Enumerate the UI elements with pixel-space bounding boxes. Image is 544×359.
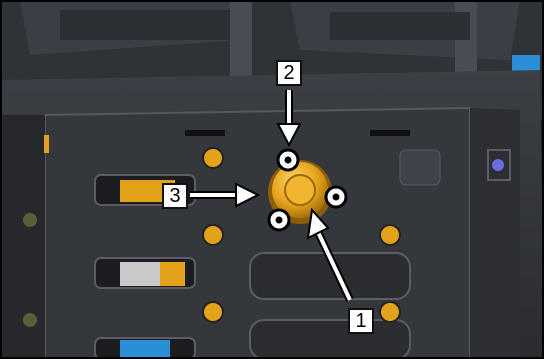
callout-label-2: 2 [276,60,302,86]
callout-label-1: 1 [348,308,374,334]
left-rail [0,115,45,359]
callout-arrow-1 [306,207,354,302]
left-bolt-upper [23,213,37,227]
fastener-markers [267,148,348,232]
mounting-holes [202,147,401,323]
side-rail [470,108,520,359]
callout-arrow-3 [190,182,261,208]
adjustment-knob [268,160,332,224]
left-accent [44,135,49,153]
right-bracket [399,149,511,186]
callout-label-3: 3 [162,183,188,209]
callout-arrow-2 [276,90,302,148]
left-bolt-lower [23,313,37,327]
